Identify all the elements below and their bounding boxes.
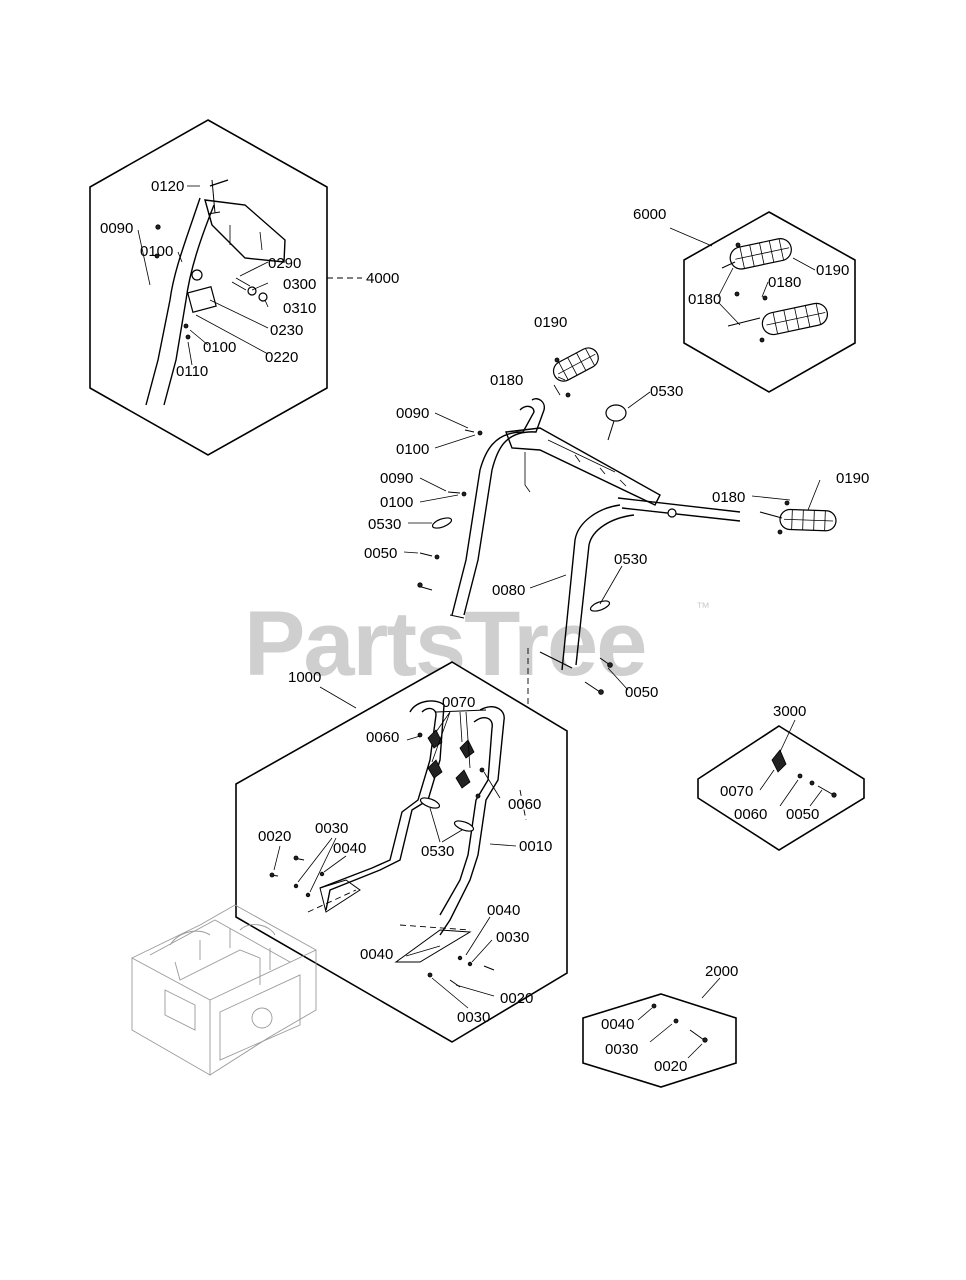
callout-0070: 0070 [442, 694, 475, 711]
callout-0090: 0090 [396, 405, 429, 422]
callout-0090: 0090 [380, 470, 413, 487]
callout-0190: 0190 [836, 470, 869, 487]
callout-0010: 0010 [519, 838, 552, 855]
watermark-trademark: ™ [696, 599, 710, 615]
callout-0290: 0290 [268, 255, 301, 272]
engine-frame [131, 904, 317, 1076]
callout-0060: 0060 [366, 729, 399, 746]
callout-6000: 6000 [633, 206, 666, 223]
callout-0180: 0180 [490, 372, 523, 389]
callout-0070: 0070 [720, 783, 753, 800]
callout-0530: 0530 [650, 383, 683, 400]
callout-0040: 0040 [487, 902, 520, 919]
main-handle-assembly [403, 347, 837, 815]
callout-0530: 0530 [614, 551, 647, 568]
callout-0180: 0180 [768, 274, 801, 291]
callout-0030: 0030 [605, 1041, 638, 1058]
callout-0040: 0040 [601, 1016, 634, 1033]
callout-0030: 0030 [496, 929, 529, 946]
callout-0180: 0180 [712, 489, 745, 506]
callout-0220: 0220 [265, 349, 298, 366]
callout-0050: 0050 [625, 684, 658, 701]
callout-0180: 0180 [688, 291, 721, 308]
callout-0080: 0080 [492, 582, 525, 599]
callout-0050: 0050 [786, 806, 819, 823]
inset-2000 [582, 977, 737, 1088]
callout-0230: 0230 [270, 322, 303, 339]
callout-3000: 3000 [773, 703, 806, 720]
callout-0040: 0040 [333, 840, 366, 857]
callout-0030: 0030 [315, 820, 348, 837]
callout-0190: 0190 [816, 262, 849, 279]
callout-0300: 0300 [283, 276, 316, 293]
callout-0310: 0310 [283, 300, 316, 317]
callout-0100: 0100 [396, 441, 429, 458]
callout-0530: 0530 [421, 843, 454, 860]
callout-1000: 1000 [288, 669, 321, 686]
callout-0090: 0090 [100, 220, 133, 237]
callout-4000: 4000 [366, 270, 399, 287]
callout-labels: 0120 0090 0100 0290 0300 0310 0230 0100 … [100, 178, 869, 1075]
callout-0100: 0100 [380, 494, 413, 511]
inset-3000 [697, 719, 865, 851]
inset-4000 [89, 119, 362, 456]
callout-0040: 0040 [360, 946, 393, 963]
callout-0050: 0050 [364, 545, 397, 562]
callout-0120: 0120 [151, 178, 184, 195]
callout-2000: 2000 [705, 963, 738, 980]
callout-0060: 0060 [734, 806, 767, 823]
callout-0190: 0190 [534, 314, 567, 331]
callout-0020: 0020 [258, 828, 291, 845]
callout-0100: 0100 [140, 243, 173, 260]
callout-0020: 0020 [654, 1058, 687, 1075]
callout-0030: 0030 [457, 1009, 490, 1026]
callout-0060: 0060 [508, 796, 541, 813]
callout-0530: 0530 [368, 516, 401, 533]
inset-6000 [669, 211, 856, 393]
inset-1000 [235, 661, 568, 1043]
callout-0100: 0100 [203, 339, 236, 356]
callout-0110: 0110 [176, 363, 208, 380]
callout-0020: 0020 [500, 990, 533, 1007]
